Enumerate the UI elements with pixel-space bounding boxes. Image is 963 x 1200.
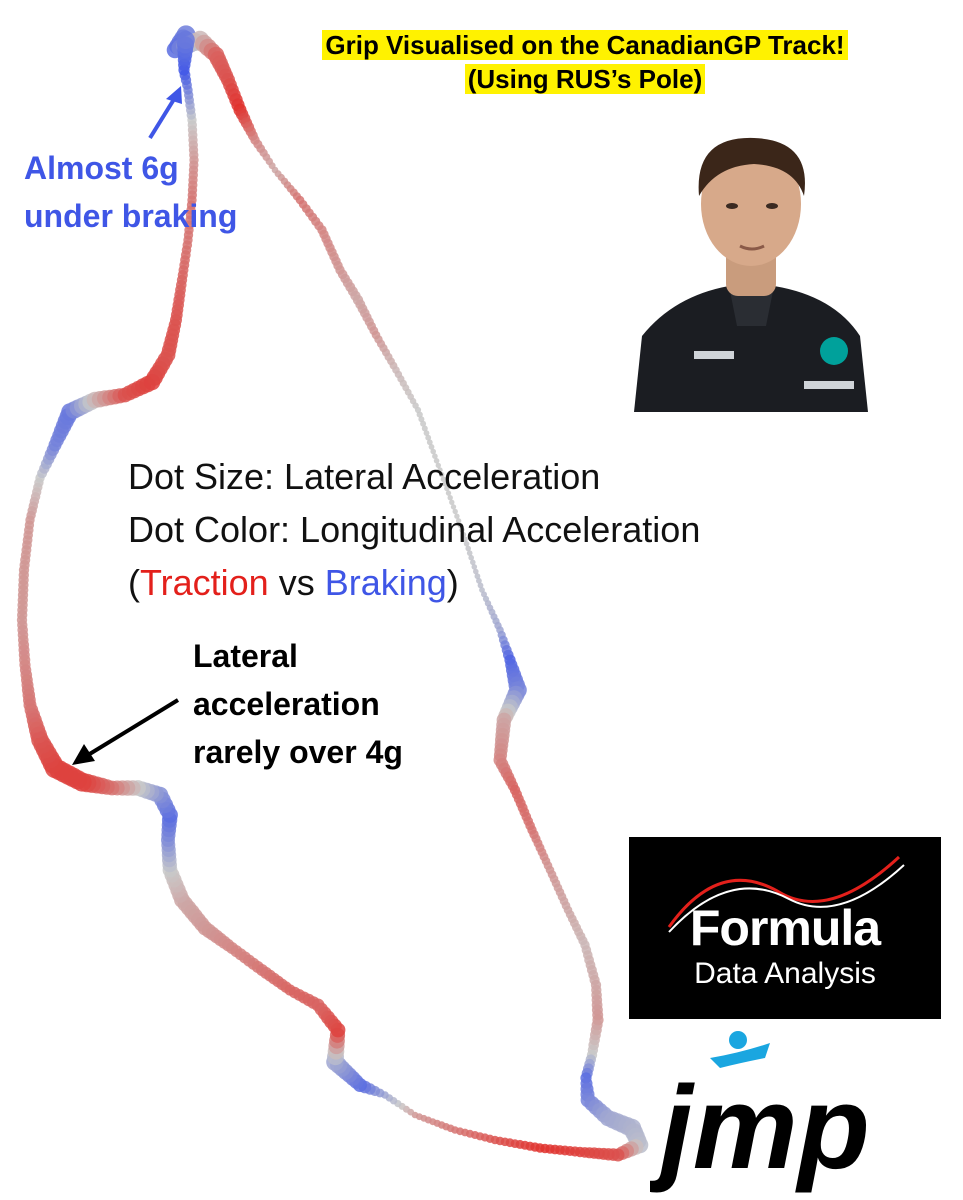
- track-dot-104: [430, 448, 437, 455]
- track-dot-114: [447, 495, 453, 501]
- braking-annotation-line-1: Almost 6g: [24, 150, 179, 186]
- track-dot-102: [426, 439, 433, 446]
- lateral-annotation-line-1: Lateral: [193, 638, 298, 674]
- track-dot-105: [432, 453, 438, 460]
- track-dot-125: [465, 545, 472, 552]
- jmp-logo-text: jmp: [650, 1062, 870, 1194]
- track-dot-132: [476, 577, 482, 584]
- track-dot-128: [470, 559, 476, 566]
- track-dot-122: [460, 531, 467, 538]
- legend-close-paren: ): [446, 562, 459, 603]
- track-dot-117: [452, 508, 458, 515]
- lateral-annotation-line-2: acceleration: [193, 686, 380, 722]
- track-dot-129: [471, 564, 478, 570]
- track-dot-106: [433, 458, 440, 464]
- track-dot-572: [176, 30, 195, 50]
- fda-logo-line-1: Formula: [689, 900, 881, 956]
- track-dot-120: [457, 522, 463, 529]
- track-dot-131: [474, 573, 481, 580]
- track-dot-115: [449, 499, 455, 505]
- track-dot-123: [462, 536, 468, 542]
- track-dot-134: [479, 587, 485, 593]
- track-dot-127: [468, 554, 475, 561]
- fda-logo-line-2: Data Analysis: [694, 957, 876, 990]
- track-dot-113: [445, 490, 452, 496]
- legend-size-line: Dot Size: Lateral Acceleration: [128, 456, 601, 497]
- track-dot-118: [454, 513, 460, 519]
- track-dot-124: [463, 541, 470, 547]
- jmp-logo: jmp: [650, 1031, 870, 1194]
- track-dot-108: [437, 467, 443, 473]
- lateral-arrow: [72, 698, 180, 765]
- legend-color-line: Dot Color: Longitudinal Acceleration: [128, 509, 701, 550]
- track-dot-101: [425, 434, 432, 441]
- legend-vs: vs: [268, 562, 325, 603]
- legend-open-paren: (: [128, 562, 140, 603]
- track-dot-116: [450, 504, 457, 510]
- lateral-annotation: Lateral acceleration rarely over 4g: [193, 632, 403, 776]
- track-dot-111: [442, 481, 448, 487]
- track-dot-119: [455, 518, 462, 524]
- track-dot-97: [418, 416, 425, 423]
- track-dot-133: [477, 582, 484, 589]
- track-dot-107: [435, 462, 441, 469]
- track-dot-110: [440, 476, 447, 482]
- track-dot-99: [421, 425, 428, 432]
- title-line-2: (Using RUS’s Pole): [464, 64, 706, 94]
- lateral-annotation-line-3: rarely over 4g: [193, 734, 403, 770]
- chart-title: Grip Visualised on the CanadianGP Track!…: [252, 28, 918, 96]
- track-dot-98: [420, 420, 427, 427]
- legend: Dot Size: Lateral Acceleration Dot Color…: [128, 450, 700, 609]
- braking-annotation-line-2: under braking: [24, 198, 238, 234]
- track-dot-130: [473, 568, 479, 575]
- driver-photo: [634, 137, 868, 412]
- braking-annotation: Almost 6g under braking: [24, 144, 237, 240]
- title-line-1: Grip Visualised on the CanadianGP Track!: [322, 30, 848, 60]
- legend-scale-line: (Traction vs Braking): [128, 556, 700, 609]
- formula-data-analysis-logo: Formula Data Analysis: [629, 837, 941, 1019]
- legend-braking: Braking: [324, 562, 447, 603]
- track-dot-126: [466, 550, 473, 556]
- braking-arrow: [148, 86, 182, 140]
- track-dot-112: [444, 485, 450, 492]
- track-dot-109: [439, 471, 445, 478]
- track-dot-96: [416, 411, 423, 418]
- track-dot-121: [459, 527, 465, 533]
- legend-traction: Traction: [140, 562, 269, 603]
- track-dot-100: [423, 430, 430, 436]
- track-dot-103: [428, 444, 435, 450]
